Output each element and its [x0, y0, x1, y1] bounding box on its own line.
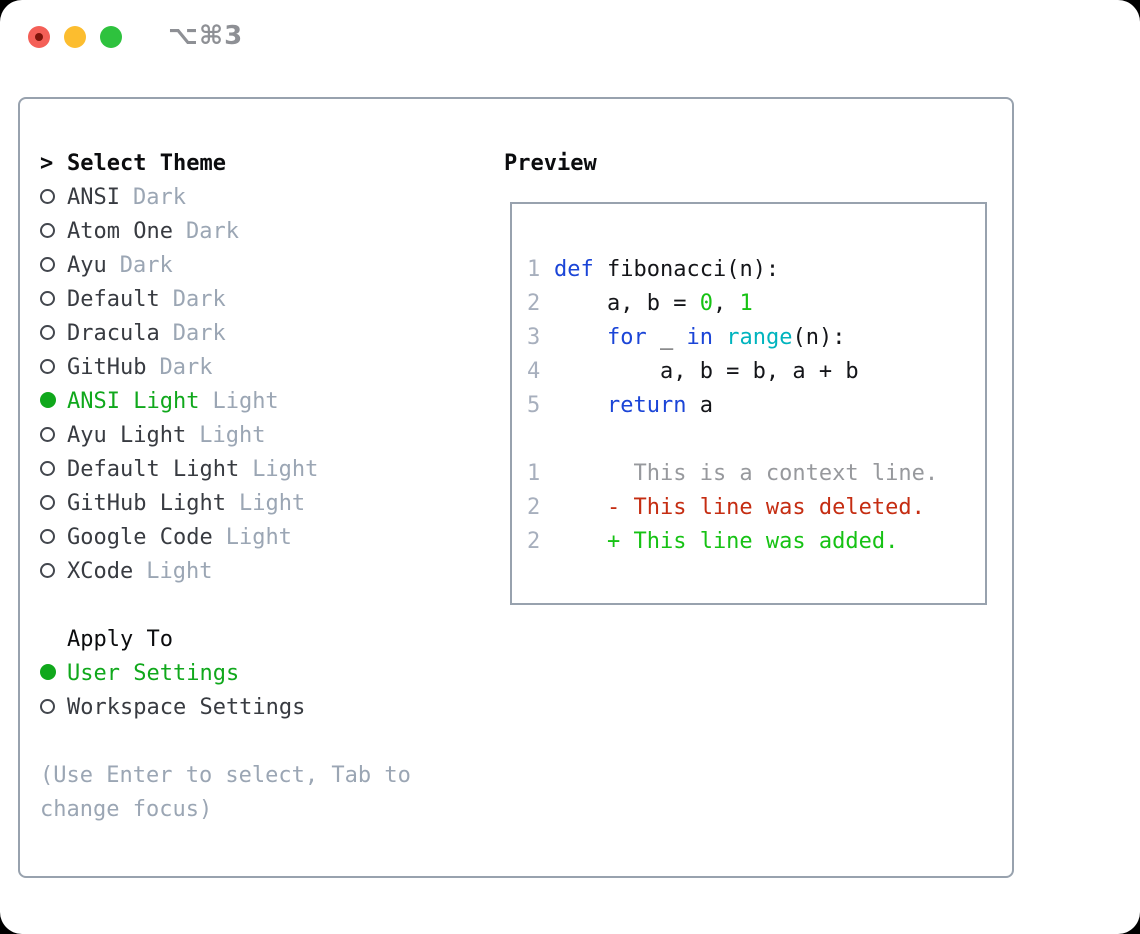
apply-to-title: Apply To: [67, 627, 173, 652]
maximize-button[interactable]: [100, 26, 122, 48]
radio-unselected-icon: [40, 487, 67, 521]
radio-unselected-icon: [40, 181, 67, 215]
apply-option-workspace-settings[interactable]: Workspace Settings: [40, 691, 490, 725]
diff-context-line: 1 This is a context line.: [527, 457, 985, 491]
close-button[interactable]: [28, 26, 50, 48]
code-line-5: 5 return a: [527, 389, 985, 423]
spacer: [40, 589, 490, 623]
theme-variant-label: Dark: [185, 219, 239, 244]
apply-option-user-settings[interactable]: User Settings: [40, 657, 490, 691]
theme-variant-label: Dark: [172, 321, 226, 346]
diff-added-line: 2 + This line was added.: [527, 525, 985, 559]
apply-to-header: Apply To: [40, 623, 490, 657]
radio-selected-icon: [40, 657, 67, 691]
theme-variant-label: Light: [238, 491, 306, 516]
window-title-shortcut: ⌥⌘3: [168, 21, 244, 51]
theme-variant-label: Light: [212, 389, 279, 414]
radio-unselected-icon: [40, 555, 67, 589]
help-text-line-2: change focus): [40, 797, 213, 822]
code-line-4: 4 a, b = b, a + b: [527, 355, 985, 389]
line-number: 2: [527, 529, 541, 554]
line-number: 1: [527, 257, 541, 282]
radio-unselected-icon: [40, 215, 67, 249]
radio-unselected-icon: [40, 351, 67, 385]
radio-unselected-icon: [40, 521, 67, 555]
spacer: [527, 423, 985, 457]
close-dot-icon: [35, 33, 43, 41]
spacer: [40, 725, 490, 759]
radio-unselected-icon: [40, 419, 67, 453]
titlebar: ⌥⌘3: [0, 0, 1140, 70]
line-number: 2: [527, 291, 541, 316]
theme-variant-label: Dark: [159, 355, 213, 380]
radio-unselected-icon: [40, 317, 67, 351]
theme-list-header: > Select Theme: [40, 147, 490, 181]
theme-variant-label: Dark: [132, 185, 186, 210]
code-line-3: 3 for _ in range(n):: [527, 321, 985, 355]
line-number: 4: [527, 359, 541, 384]
diff-deleted-line: 2 - This line was deleted.: [527, 491, 985, 525]
focus-caret-icon: >: [40, 151, 54, 176]
radio-selected-icon: [40, 385, 67, 419]
preview-title: Preview: [504, 151, 597, 176]
theme-variant-label: Light: [252, 457, 319, 482]
code-line-2: 2 a, b = 0, 1: [527, 287, 985, 321]
theme-variant-label: Light: [199, 423, 266, 448]
theme-variant-label: Light: [146, 559, 213, 584]
radio-unselected-icon: [40, 453, 67, 487]
radio-unselected-icon: [40, 283, 67, 317]
radio-unselected-icon: [40, 249, 67, 283]
theme-variant-label: Light: [225, 525, 292, 550]
line-number: 5: [527, 393, 541, 418]
theme-variant-label: Dark: [172, 287, 226, 312]
theme-variant-label: Dark: [119, 253, 173, 278]
help-text-line-1: (Use Enter to select, Tab to: [40, 763, 411, 788]
line-number: 3: [527, 325, 541, 350]
minimize-button[interactable]: [64, 26, 86, 48]
theme-list-title: Select Theme: [67, 151, 226, 176]
line-number: 2: [527, 495, 541, 520]
radio-unselected-icon: [40, 691, 67, 725]
line-number: 1: [527, 461, 541, 486]
